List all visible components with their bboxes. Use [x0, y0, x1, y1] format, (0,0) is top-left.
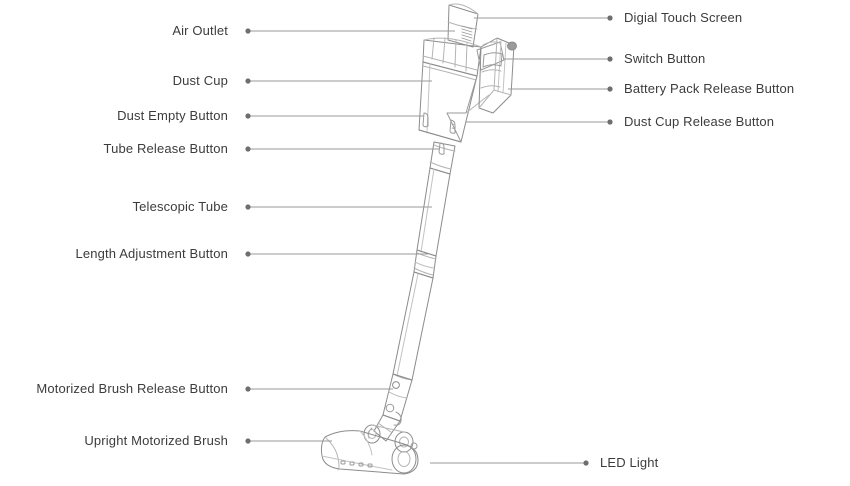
led-light-strip: [340, 460, 373, 468]
handle-battery-pack: [478, 37, 517, 114]
callout-label-tube-release-button: Tube Release Button: [103, 141, 228, 156]
callout-label-dust-cup: Dust Cup: [172, 73, 228, 88]
callout-label-upright-motorized-brush: Upright Motorized Brush: [84, 433, 228, 448]
leader-dot-telescopic-tube: [245, 204, 251, 210]
leader-dot-switch-button: [607, 56, 613, 62]
telescopic-joint-collar: [413, 249, 437, 279]
leader-dot-dust-cup-release-button: [607, 119, 613, 125]
tube-brush-connector: [382, 373, 413, 422]
leader-dot-digial-touch-screen: [607, 15, 613, 21]
dust-cup-body: [418, 61, 478, 143]
callout-label-length-adjustment-button: Length Adjustment Button: [75, 246, 228, 261]
leader-dot-dust-cup: [245, 78, 251, 84]
callout-label-dust-empty-button: Dust Empty Button: [117, 108, 228, 123]
callout-label-digial-touch-screen: Digial Touch Screen: [624, 10, 743, 25]
leader-dot-tube-release-button: [245, 146, 251, 152]
callout-label-battery-pack-release-button: Battery Pack Release Button: [624, 81, 795, 96]
leader-dot-upright-motorized-brush: [245, 438, 251, 444]
product-illustration: [320, 3, 517, 475]
leader-dot-led-light: [583, 460, 589, 466]
callout-label-motorized-brush-release-button: Motorized Brush Release Button: [36, 381, 228, 396]
telescopic-tube-lower: [392, 271, 434, 381]
leader-dot-dust-empty-button: [245, 113, 251, 119]
leader-dot-battery-pack-release-button: [607, 86, 613, 92]
callout-label-switch-button: Switch Button: [624, 51, 706, 66]
leader-dot-air-outlet: [245, 28, 251, 34]
motorized-brush-release-button: [392, 373, 413, 389]
motorized-brush-head: [320, 430, 419, 475]
leader-dot-length-adjustment-button: [245, 251, 251, 257]
telescopic-tube-upper: [416, 167, 451, 257]
motor-neck: [446, 41, 505, 143]
callout-label-dust-cup-release-button: Dust Cup Release Button: [624, 114, 775, 129]
brush-wheels: [363, 424, 414, 453]
leader-dot-motorized-brush-release-button: [245, 386, 251, 392]
callout-label-air-outlet: Air Outlet: [172, 23, 228, 38]
callout-label-led-light: LED Light: [600, 455, 659, 470]
leader-lines-layer: [245, 15, 613, 466]
air-outlet-cap: [447, 3, 479, 48]
cyclone-section: [422, 37, 482, 77]
callout-label-telescopic-tube: Telescopic Tube: [132, 199, 228, 214]
